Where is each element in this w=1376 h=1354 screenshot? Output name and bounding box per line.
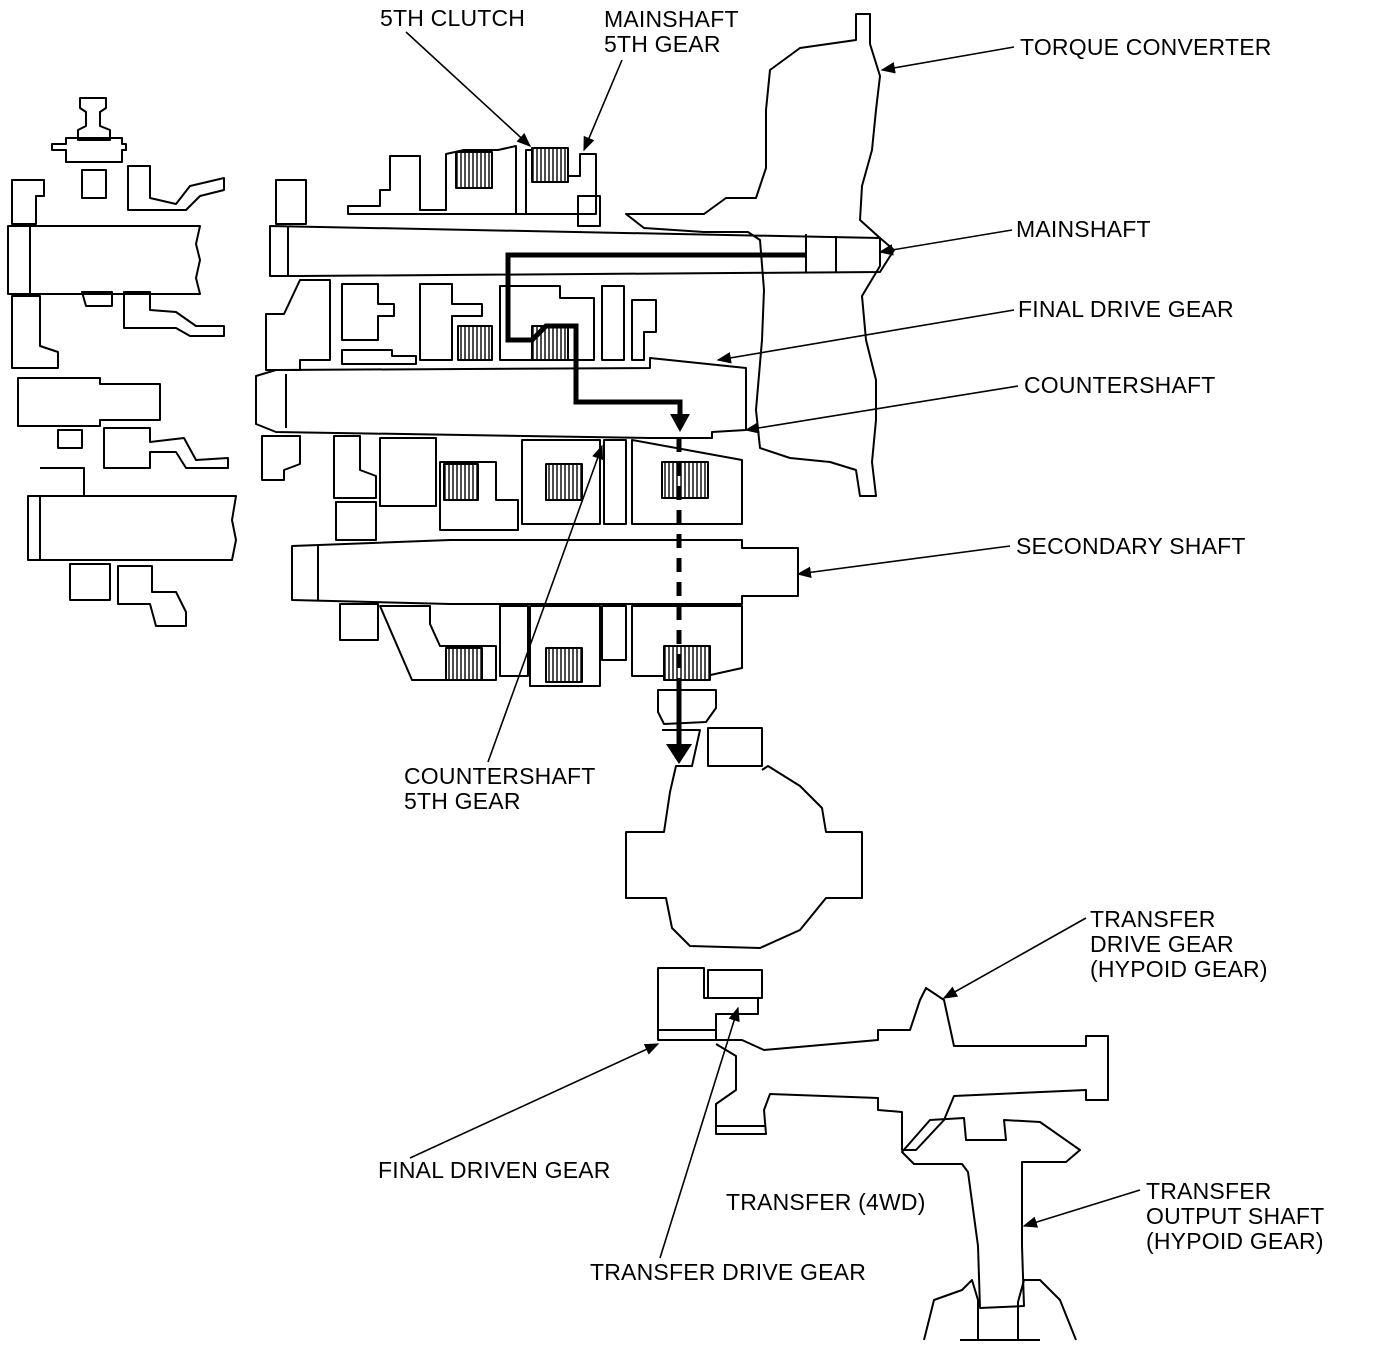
label-countershaft: COUNTERSHAFT [1024, 372, 1216, 398]
label-transfer-drive-gear-hypoid: TRANSFER DRIVE GEAR (HYPOID GEAR) [1090, 906, 1268, 982]
leader-lines [405, 31, 1141, 1259]
label-secondary-shaft: SECONDARY SHAFT [1016, 533, 1246, 559]
label-transfer-drive-gear: TRANSFER DRIVE GEAR [590, 1259, 867, 1285]
label-final-drive-gear: FINAL DRIVE GEAR [1018, 296, 1234, 322]
differential [625, 689, 1109, 1151]
label-mainshaft: MAINSHAFT [1016, 216, 1151, 242]
label-transfer-output-shaft: TRANSFER OUTPUT SHAFT (HYPOID GEAR) [1146, 1178, 1325, 1254]
label-5th-clutch: 5TH CLUTCH [380, 5, 526, 31]
label-torque-converter: TORQUE CONVERTER [1020, 34, 1272, 60]
label-mainshaft-5th-gear: MAINSHAFT 5TH GEAR [604, 6, 739, 57]
label-final-driven-gear: FINAL DRIVEN GEAR [378, 1157, 611, 1183]
left-cutaway-section [7, 97, 237, 627]
label-countershaft-5th-gear: COUNTERSHAFT 5TH GEAR [404, 763, 596, 814]
torque-converter [625, 13, 881, 497]
label-transfer-4wd: TRANSFER (4WD) [726, 1189, 926, 1215]
power-flow-path [505, 252, 806, 764]
transfer-4wd [901, 1117, 1081, 1341]
main-gearbox [255, 145, 895, 687]
